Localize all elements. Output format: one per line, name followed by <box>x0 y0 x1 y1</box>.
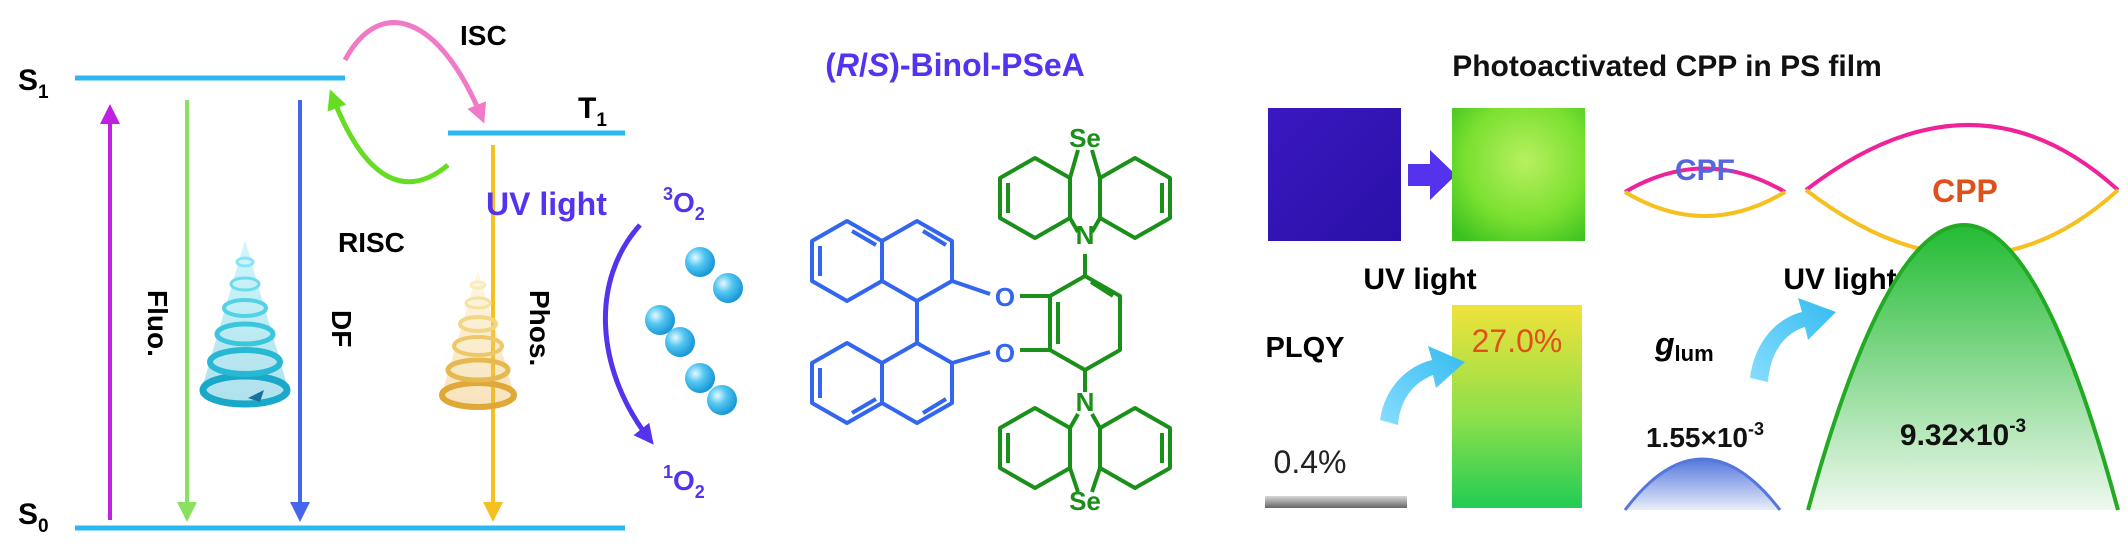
plqy-after-label: 27.0% <box>1472 323 1563 359</box>
t1-label: T1 <box>578 92 607 131</box>
plqy-bars <box>1265 305 1582 508</box>
film-transform-arrow <box>1408 150 1456 200</box>
risc-arrow <box>327 89 450 185</box>
uv-light-glum-label: UV light <box>1783 263 1896 296</box>
isc-label: ISC <box>460 20 507 51</box>
cpp-panel-title: Photoactivated CPP in PS film <box>1452 50 1882 83</box>
glum-label: glum <box>1654 326 1714 366</box>
uv-light-label: UV light <box>486 186 607 222</box>
cpp-panel: Photoactivated CPP in PS film UV light P… <box>1265 50 2120 511</box>
jablonski-diagram: S1 S0 T1 ISC RISC Fluo. DF Phos. <box>18 20 743 537</box>
atom-n-top: N <box>1076 220 1095 250</box>
df-label: DF <box>326 310 357 347</box>
oxygen-molecules <box>645 247 743 415</box>
cyan-spiral-icon <box>199 240 291 408</box>
atom-n-bottom: N <box>1076 387 1095 417</box>
uv-light-plqy-label: UV light <box>1363 263 1476 296</box>
film-after-image <box>1452 108 1585 241</box>
cpf-label: CPF <box>1675 154 1735 187</box>
gold-spiral-icon <box>439 270 517 410</box>
film-before-image <box>1268 108 1401 241</box>
cpf-top-curve <box>1623 166 1787 194</box>
isc-arrow <box>342 20 486 124</box>
triplet-oxygen-label: 3O2 <box>663 184 705 224</box>
atom-se-bottom: Se <box>1069 486 1101 516</box>
cpp-top-curve <box>1804 123 2120 192</box>
singlet-oxygen-label: 1O2 <box>663 462 705 502</box>
glum-before-label: 1.55×10-3 <box>1646 419 1764 453</box>
s0-label: S0 <box>18 498 49 537</box>
plqy-bar-before <box>1265 496 1407 508</box>
plqy-bar-after <box>1452 305 1582 508</box>
s1-label: S1 <box>18 64 49 103</box>
atom-o-bottom: O <box>995 338 1015 368</box>
glum-before-bump-outline <box>1623 457 1782 511</box>
plqy-label: PLQY <box>1266 332 1345 364</box>
oxygen-conversion-arrow <box>603 223 654 445</box>
glum-after-bump-outline <box>1806 223 2120 511</box>
cpp-label: CPP <box>1932 173 1998 209</box>
binol-fragment <box>810 219 991 425</box>
pseа-fragment <box>998 149 1172 493</box>
plqy-increase-arrow <box>1380 346 1465 425</box>
molecule-panel: (R/S)-Binol-PSeA O O <box>810 47 1172 516</box>
phos-label: Phos. <box>524 290 555 366</box>
glum-after-label: 9.32×10-3 <box>1900 416 2026 452</box>
fluo-label: Fluo. <box>142 290 173 357</box>
atom-o-top: O <box>995 282 1015 312</box>
plqy-before-label: 0.4% <box>1274 444 1347 480</box>
cpf-bottom-curve <box>1623 190 1787 218</box>
glum-increase-arrow <box>1750 298 1836 382</box>
molecule-title: (R/S)-Binol-PSeA <box>825 47 1085 83</box>
risc-label: RISC <box>338 227 405 258</box>
atom-se-top: Se <box>1069 123 1101 153</box>
